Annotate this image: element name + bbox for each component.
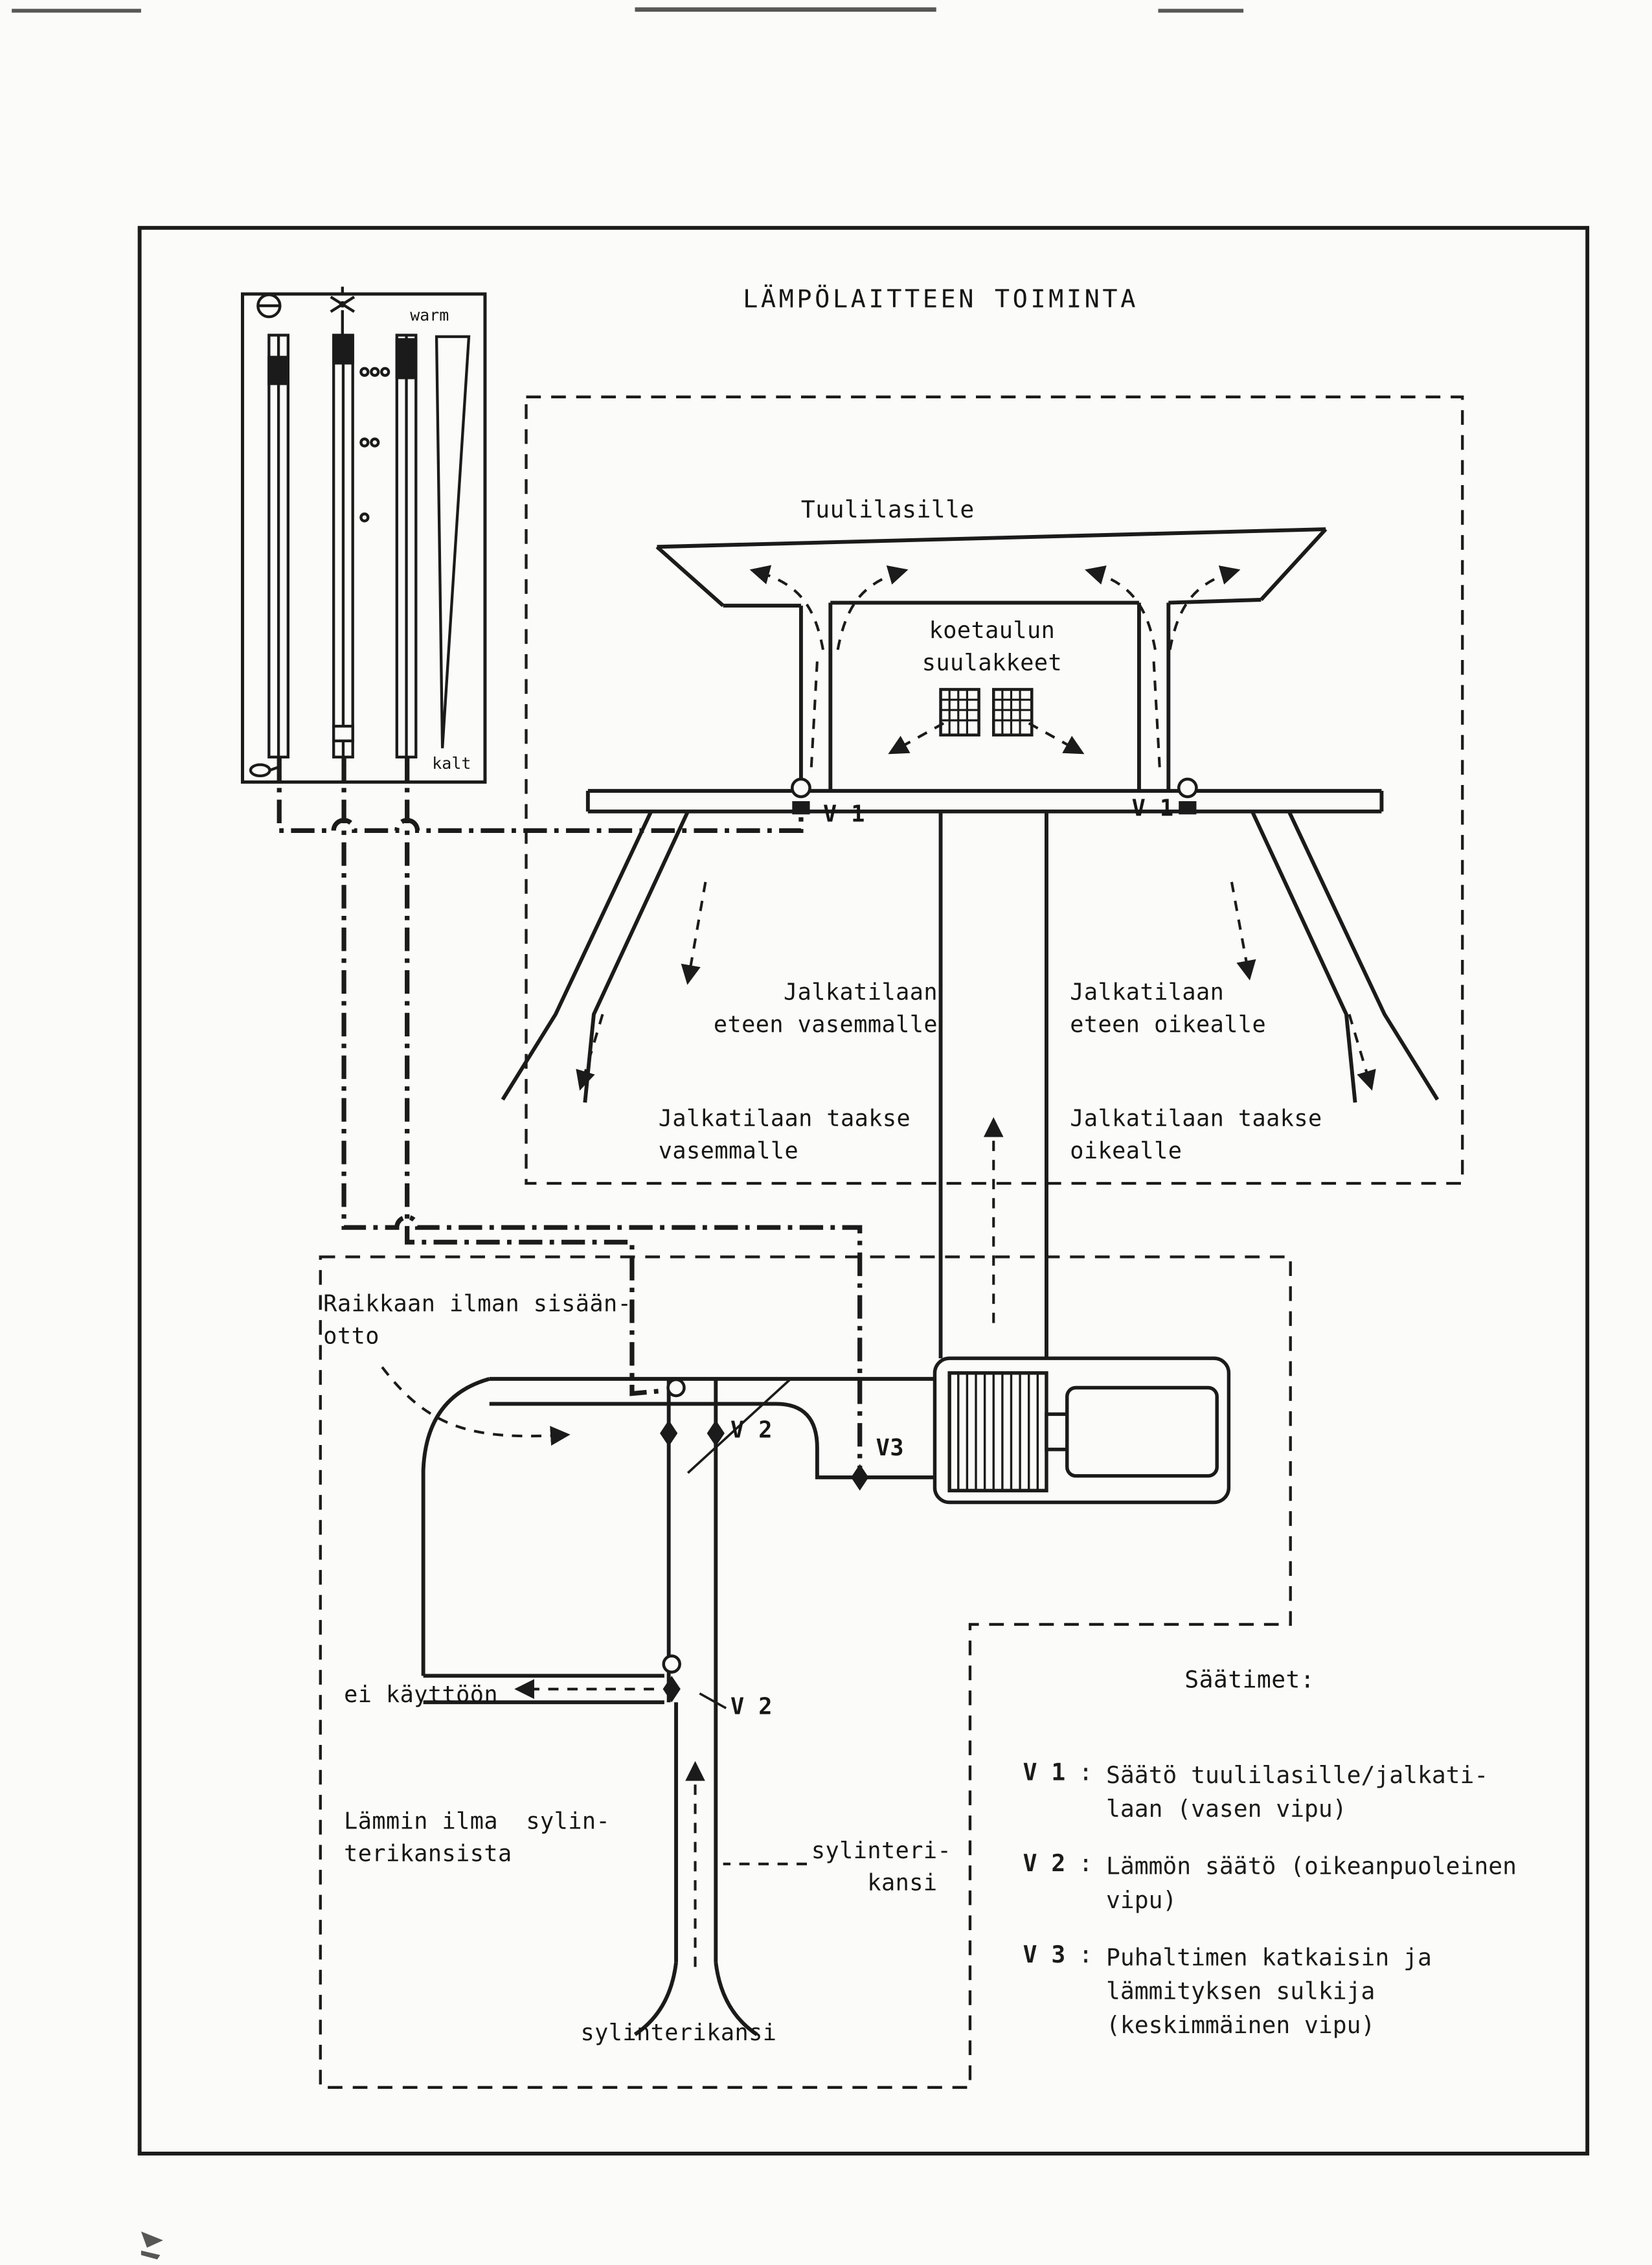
foot-rear-right-label: Jalkatilaan taakse oikealle	[1070, 1105, 1322, 1165]
v1-left-flap	[792, 801, 810, 815]
v2-lower-flap	[662, 1676, 681, 1703]
dash-nozzles-label: koetaulun suulakkeet	[922, 617, 1063, 677]
defrost-icon	[256, 293, 282, 319]
slider-handle[interactable]	[332, 335, 354, 365]
v2-lower-valve	[662, 1654, 681, 1674]
v2-upper-valve	[666, 1378, 686, 1398]
warm-label: warm	[410, 306, 449, 325]
legend-key: V 1	[1023, 1758, 1066, 1786]
v3-flap	[851, 1464, 869, 1491]
cabin-zone-box	[525, 395, 1464, 1185]
legend-separator: :	[1078, 1758, 1093, 1786]
control-cables	[277, 757, 863, 1470]
fresh-air-label: Raikkaan ilman sisään- otto	[323, 1290, 632, 1350]
fan-icon	[330, 286, 356, 336]
slider-track-right[interactable]	[395, 334, 418, 759]
lower-flow-arrows	[381, 1366, 808, 1967]
legend-text: Puhaltimen katkaisin ja lämmityksen sulk…	[1105, 1943, 1432, 2040]
fan-shaft	[1045, 1412, 1069, 1451]
windshield-label: Tuulilasille	[800, 495, 975, 523]
blower-assembly	[933, 1356, 1231, 1505]
v1-right-label: V 1	[1131, 795, 1174, 822]
footwell-ducts	[501, 810, 1440, 1359]
not-in-use-label: ei käyttöön	[344, 1681, 499, 1709]
temperature-wedge	[435, 335, 471, 749]
blower-motor	[1065, 1385, 1219, 1478]
v2-lower-label: V 2	[730, 1693, 773, 1720]
v2-upper-flap	[660, 1420, 678, 1447]
legend-item-v1: V 1 : Säätö tuulilasille/jalkati- laan (…	[1023, 1758, 1489, 1826]
lighter-icon	[249, 763, 278, 778]
fresh-air-arrow	[381, 1366, 571, 1446]
main-duct	[585, 777, 1384, 815]
dashboard-nozzles	[888, 688, 1085, 755]
legend-separator: :	[1078, 1849, 1093, 1878]
cylinder-head-bottom-label: sylinterikansi	[580, 2020, 777, 2047]
v2-upper-label: V 2	[730, 1417, 773, 1444]
v1-left-valve	[791, 777, 811, 799]
v1-left-label: V 1	[822, 801, 865, 828]
cylinder-head-leader-label: sylinteri- kansi	[811, 1838, 952, 1896]
slider-handle[interactable]	[267, 356, 289, 385]
v2-lower-leader	[699, 1692, 727, 1709]
windshield-duct	[655, 527, 1328, 791]
v1-right-flap	[1179, 801, 1197, 815]
fan-speed-dots	[359, 367, 390, 523]
slider-handle[interactable]	[332, 725, 354, 743]
kalt-label: kalt	[432, 754, 471, 773]
scan-artifacts	[12, 7, 1244, 2260]
legend-key: V 2	[1023, 1849, 1066, 1878]
heater-control-panel	[240, 286, 487, 784]
legend-item-v3: V 3 : Puhaltimen katkaisin ja lämmitykse…	[1023, 1941, 1432, 2043]
slider-track-middle[interactable]	[332, 334, 354, 759]
footwell-flow-arrows	[576, 882, 1376, 1323]
warm-air-label: Lämmin ilma sylin- terikansista	[344, 1808, 611, 1867]
legend-item-v2: V 2 : Lämmön säätö (oikeanpuoleinen vipu…	[1023, 1849, 1517, 1917]
foot-front-right-label: Jalkatilaan eteen oikealle	[1070, 979, 1267, 1038]
legend-key: V 3	[1023, 1940, 1066, 1968]
cable-v2	[405, 757, 665, 1396]
page-title: LÄMPÖLAITTEEN TOIMINTA	[743, 285, 1138, 315]
heater-zone-box	[319, 1255, 1292, 2089]
cable-v3	[341, 757, 863, 1470]
legend-text: Säätö tuulilasille/jalkati- laan (vasen …	[1105, 1760, 1489, 1823]
page-border	[137, 225, 1590, 2156]
heater-core	[947, 1371, 1048, 1493]
foot-front-left-label: Jalkatilaan eteen vasemmalle	[713, 979, 938, 1038]
foot-rear-left-label: Jalkatilaan taakse vasemmalle	[658, 1105, 911, 1165]
slider-handle[interactable]	[395, 338, 418, 380]
slider-track-left[interactable]	[267, 334, 289, 759]
v2-upper-leader	[686, 1378, 792, 1474]
v1-right-valve	[1177, 777, 1198, 799]
legend-text: Lämmön säätö (oikeanpuoleinen vipu)	[1105, 1852, 1517, 1915]
cable-v1	[277, 757, 804, 833]
legend-separator: :	[1078, 1940, 1093, 1968]
legend-heading: Säätimet:	[1184, 1665, 1315, 1694]
windshield-flow-arrows	[749, 565, 1241, 768]
v3-label: V3	[876, 1435, 904, 1461]
